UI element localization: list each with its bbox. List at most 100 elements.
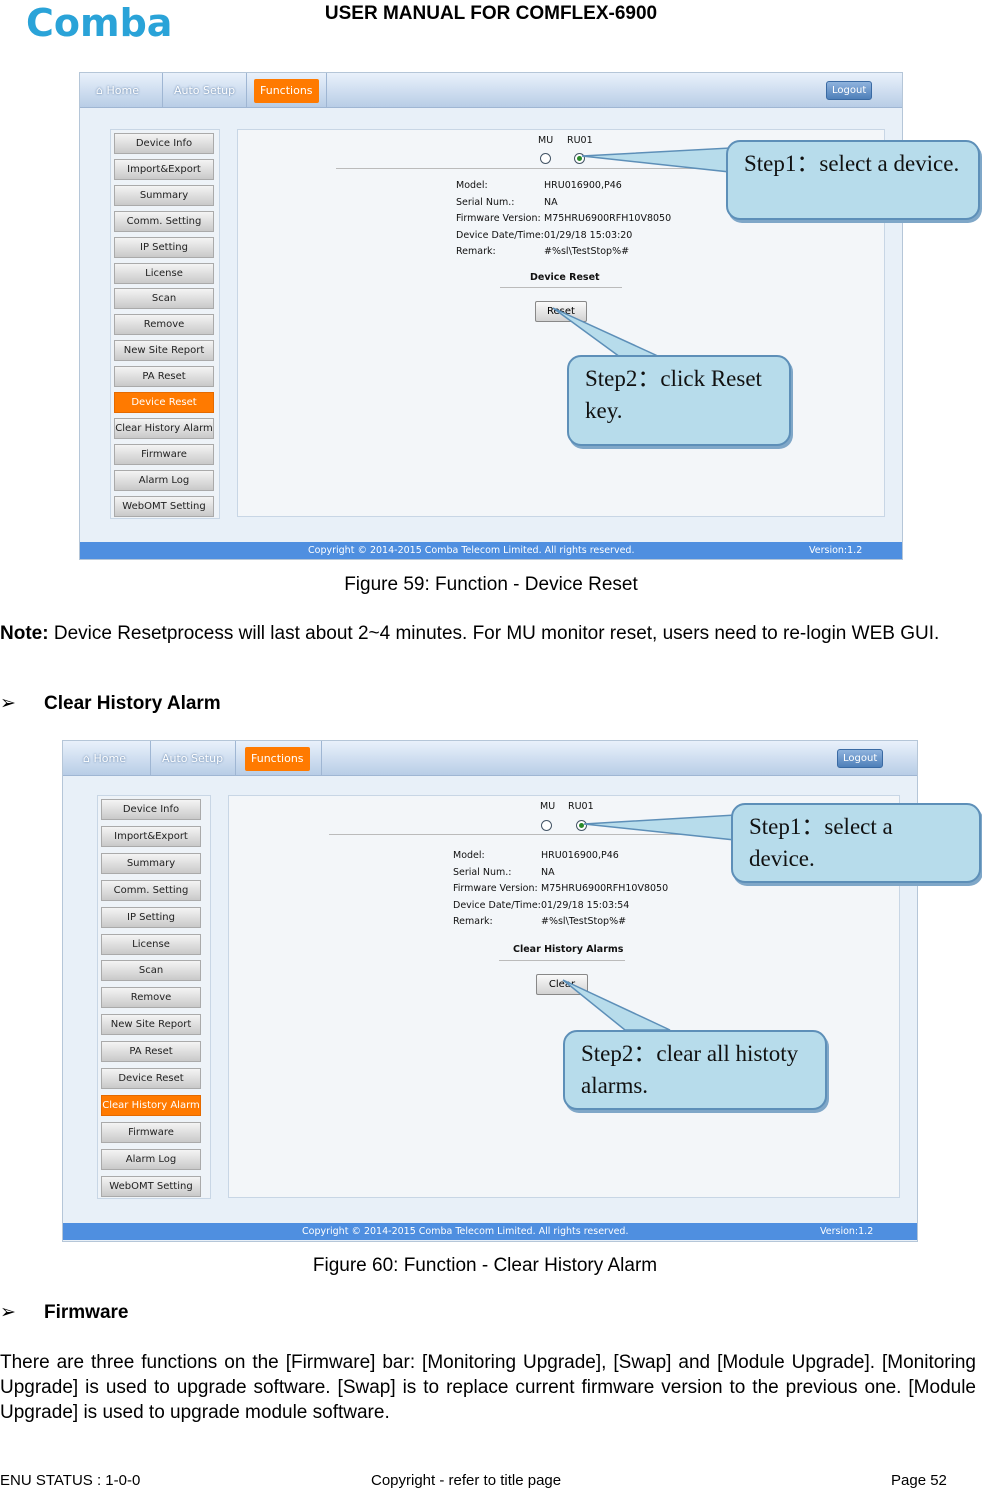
clear-history-heading: ➢Clear History Alarm bbox=[0, 693, 221, 714]
menu-item-pa-reset[interactable]: PA Reset bbox=[101, 1041, 201, 1063]
menu-item-clear-history-alarm[interactable]: Clear History Alarm bbox=[114, 417, 214, 439]
copyright-bar: Copyright © 2014-2015 Comba Telecom Limi… bbox=[80, 542, 902, 559]
radio-mu[interactable] bbox=[541, 820, 552, 831]
info-label: Remark: bbox=[453, 916, 493, 927]
menu-item-license[interactable]: License bbox=[101, 933, 201, 955]
info-label: Device Date/Time: bbox=[456, 229, 544, 241]
version-text: Version:1.2 bbox=[820, 1226, 874, 1237]
menu-item-scan[interactable]: Scan bbox=[101, 960, 201, 982]
menu-item-device-info[interactable]: Device Info bbox=[101, 799, 201, 820]
info-label: Serial Num.: bbox=[456, 196, 515, 208]
comba-logo: Comba bbox=[26, 2, 172, 44]
menu-item-remove[interactable]: Remove bbox=[114, 314, 214, 336]
house-icon: ⌂ bbox=[96, 84, 107, 97]
radio-label-mu: MU bbox=[538, 135, 554, 146]
arrow-bullet-icon: ➢ bbox=[0, 693, 16, 714]
radio-ru01[interactable] bbox=[574, 153, 585, 164]
info-value: NA bbox=[541, 866, 555, 878]
menu-item-license[interactable]: License bbox=[114, 262, 214, 284]
house-icon: ⌂ bbox=[83, 752, 94, 765]
logout-button[interactable]: Logout bbox=[826, 81, 873, 100]
copyright-text: Copyright © 2014-2015 Comba Telecom Limi… bbox=[302, 1226, 629, 1237]
info-label: Firmware Version: bbox=[456, 213, 541, 224]
firmware-paragraph: There are three functions on the [Firmwa… bbox=[0, 1352, 976, 1423]
note-paragraph: Note: Device Resetprocess will last abou… bbox=[0, 623, 940, 644]
menu-item-ip-setting[interactable]: IP Setting bbox=[114, 236, 214, 258]
info-label: Remark: bbox=[456, 246, 496, 257]
radio-label-ru01: RU01 bbox=[568, 801, 594, 812]
menu-item-summary[interactable]: Summary bbox=[114, 184, 214, 206]
footer-page-number: Page 52 bbox=[891, 1472, 947, 1489]
menu-item-firmware[interactable]: Firmware bbox=[114, 443, 214, 465]
info-value: M75HRU6900RFH10V8050 bbox=[544, 213, 672, 224]
step1-callout: Step1：select a device. bbox=[726, 140, 980, 220]
info-label: Model: bbox=[453, 850, 485, 861]
reset-button[interactable]: Reset bbox=[535, 301, 587, 322]
clear-button[interactable]: Clear bbox=[536, 974, 588, 995]
version-text: Version:1.2 bbox=[809, 545, 863, 556]
menu-item-alarm-log[interactable]: Alarm Log bbox=[114, 469, 214, 491]
menu-item-alarm-log[interactable]: Alarm Log bbox=[101, 1148, 201, 1170]
arrow-bullet-icon: ➢ bbox=[0, 1302, 16, 1323]
footer-copyright: Copyright - refer to title page bbox=[371, 1472, 562, 1489]
info-value: NA bbox=[544, 196, 558, 208]
tab-auto-setup[interactable]: Auto Setup bbox=[174, 84, 236, 97]
document-title: USER MANUAL FOR COMFLEX-6900 bbox=[324, 3, 658, 24]
menu-item-summary[interactable]: Summary bbox=[101, 852, 201, 874]
tab-home[interactable]: ⌂ Home bbox=[83, 752, 126, 765]
svg-text:Comba: Comba bbox=[26, 2, 172, 44]
menu-item-new-site-report[interactable]: New Site Report bbox=[114, 340, 214, 362]
menu-item-ip-setting[interactable]: IP Setting bbox=[101, 906, 201, 928]
menu-item-new-site-report[interactable]: New Site Report bbox=[101, 1014, 201, 1036]
menu-item-webomt-setting[interactable]: WebOMT Setting bbox=[114, 495, 214, 517]
menu-item-firmware[interactable]: Firmware bbox=[101, 1121, 201, 1143]
info-label: Device Date/Time: bbox=[453, 899, 541, 911]
top-nav-bar: ⌂ Home Auto Setup Functions Logout bbox=[80, 73, 902, 108]
info-label: Model: bbox=[456, 180, 488, 191]
menu-item-import-export[interactable]: Import&Export bbox=[101, 825, 201, 847]
tab-home[interactable]: ⌂ Home bbox=[96, 84, 139, 97]
copyright-text: Copyright © 2014-2015 Comba Telecom Limi… bbox=[308, 545, 635, 556]
top-nav-bar: ⌂ Home Auto Setup Functions Logout bbox=[63, 741, 917, 776]
menu-item-device-reset[interactable]: Device Reset bbox=[101, 1068, 201, 1089]
info-value: 01/29/18 15:03:54 bbox=[541, 899, 630, 911]
section-title: Device Reset bbox=[530, 272, 600, 283]
info-value: HRU016900,P46 bbox=[541, 850, 619, 861]
logout-button[interactable]: Logout bbox=[837, 749, 884, 768]
tab-functions[interactable]: Functions bbox=[245, 747, 310, 771]
figure-59-caption: Figure 59: Function - Device Reset bbox=[344, 574, 638, 595]
menu-item-webomt-setting[interactable]: WebOMT Setting bbox=[101, 1175, 201, 1197]
info-value: 01/29/18 15:03:20 bbox=[544, 229, 633, 241]
menu-item-comm-setting[interactable]: Comm. Setting bbox=[101, 879, 201, 901]
radio-mu[interactable] bbox=[540, 153, 551, 164]
firmware-heading: ➢Firmware bbox=[0, 1302, 129, 1323]
info-label: Serial Num.: bbox=[453, 866, 512, 878]
info-value: HRU016900,P46 bbox=[544, 180, 622, 191]
step1-callout: Step1：select a device. bbox=[731, 803, 981, 883]
step2-callout: Step2：clear all histoty alarms. bbox=[563, 1030, 827, 1110]
menu-item-pa-reset[interactable]: PA Reset bbox=[114, 366, 214, 388]
tab-auto-setup[interactable]: Auto Setup bbox=[162, 752, 224, 765]
section-title: Clear History Alarms bbox=[513, 944, 624, 955]
info-value: M75HRU6900RFH10V8050 bbox=[541, 883, 669, 894]
radio-label-ru01: RU01 bbox=[567, 135, 593, 146]
figure-60-caption: Figure 60: Function - Clear History Alar… bbox=[312, 1255, 658, 1276]
menu-item-import-export[interactable]: Import&Export bbox=[114, 158, 214, 180]
radio-label-mu: MU bbox=[540, 801, 556, 812]
step2-callout: Step2：click Reset key. bbox=[567, 355, 791, 446]
radio-ru01[interactable] bbox=[576, 820, 587, 831]
menu-item-device-reset[interactable]: Device Reset bbox=[114, 392, 214, 413]
tab-functions[interactable]: Functions bbox=[254, 79, 319, 103]
info-value: #%sl\TestStop%# bbox=[544, 246, 630, 257]
menu-item-comm-setting[interactable]: Comm. Setting bbox=[114, 210, 214, 232]
copyright-bar: Copyright © 2014-2015 Comba Telecom Limi… bbox=[63, 1223, 917, 1240]
info-label: Firmware Version: bbox=[453, 883, 538, 894]
footer-status: ENU STATUS : 1-0-0 bbox=[0, 1472, 141, 1489]
info-value: #%sl\TestStop%# bbox=[541, 916, 627, 927]
menu-item-clear-history-alarm[interactable]: Clear History Alarm bbox=[101, 1094, 201, 1116]
menu-item-scan[interactable]: Scan bbox=[114, 288, 214, 310]
menu-item-device-info[interactable]: Device Info bbox=[114, 133, 214, 154]
menu-item-remove[interactable]: Remove bbox=[101, 987, 201, 1009]
